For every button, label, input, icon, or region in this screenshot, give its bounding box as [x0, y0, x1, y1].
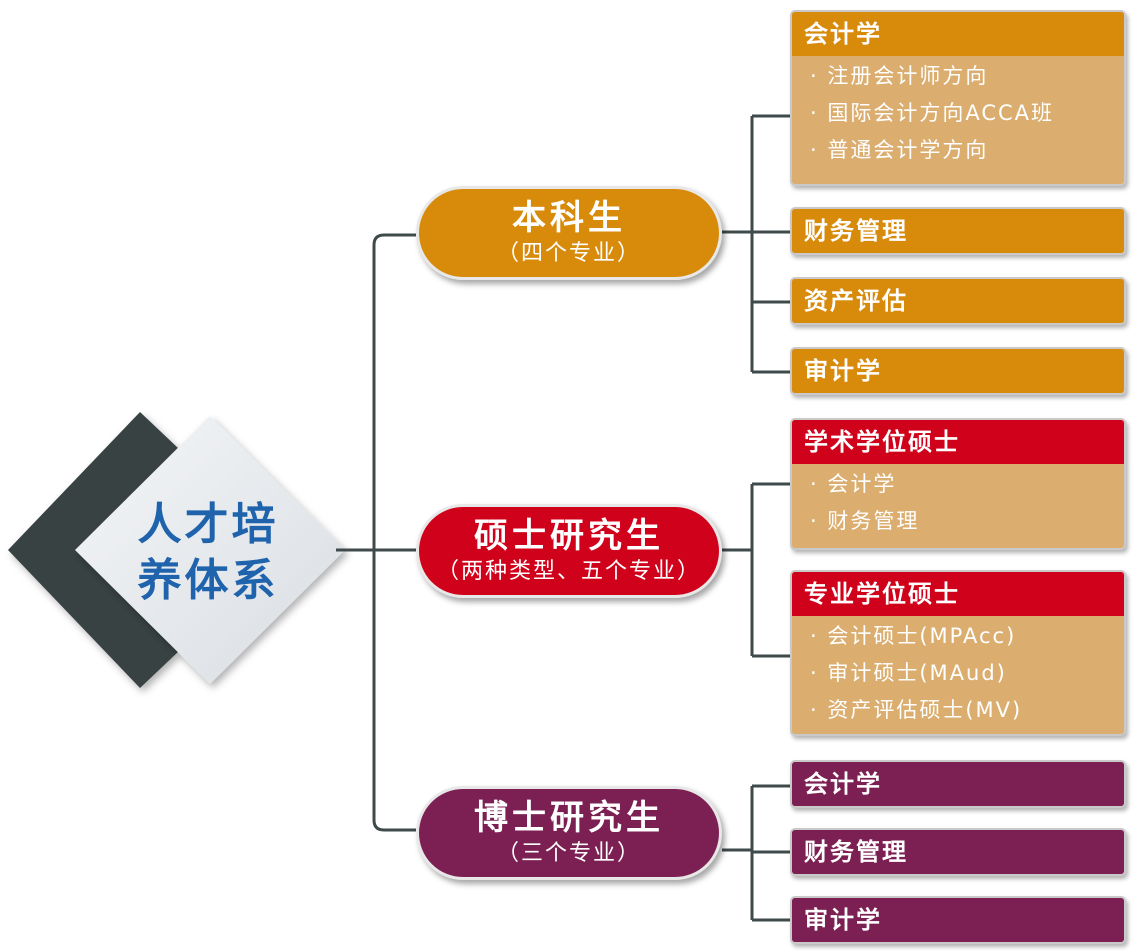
undergrad-major-finance: 财务管理	[790, 207, 1126, 255]
undergrad-major-accounting: 会计学 注册会计师方向 国际会计方向ACCA班 普通会计学方向	[790, 10, 1126, 186]
list-item: 审计硕士(MAud)	[810, 655, 1124, 692]
degree-type-name: 专业学位硕士	[792, 572, 1124, 616]
major-name: 资产评估	[792, 279, 1124, 323]
doctoral-major-audit: 审计学	[790, 896, 1126, 944]
doctoral-major-accounting: 会计学	[790, 760, 1126, 808]
doctoral-subtitle: （三个专业）	[496, 841, 641, 866]
root-diamond	[8, 412, 345, 688]
major-name: 财务管理	[792, 209, 1124, 253]
undergrad-title: 本科生	[512, 198, 626, 238]
doctoral-major-finance: 财务管理	[790, 828, 1126, 876]
undergrad-major-audit: 审计学	[790, 347, 1126, 395]
root-title: 人才培 养体系	[98, 488, 318, 618]
master-node: 硕士研究生 （两种类型、五个专业）	[416, 504, 722, 598]
degree-type-name: 学术学位硕士	[792, 420, 1124, 464]
undergrad-subtitle: （四个专业）	[496, 241, 641, 266]
list-item: 财务管理	[810, 503, 1124, 540]
doctoral-node: 博士研究生 （三个专业）	[416, 786, 722, 880]
root-title-line1: 人才培	[137, 499, 279, 550]
undergrad-node: 本科生 （四个专业）	[416, 186, 722, 280]
list-item: 国际会计方向ACCA班	[810, 95, 1124, 132]
master-professional: 专业学位硕士 会计硕士(MPAcc) 审计硕士(MAud) 资产评估硕士(MV)	[790, 570, 1126, 736]
major-name: 审计学	[792, 898, 1124, 942]
master-academic: 学术学位硕士 会计学 财务管理	[790, 418, 1126, 550]
undergrad-major-appraisal: 资产评估	[790, 277, 1126, 325]
master-title: 硕士研究生	[474, 516, 664, 556]
major-name: 审计学	[792, 349, 1124, 393]
root-title-line2: 养体系	[137, 555, 279, 606]
list-item: 资产评估硕士(MV)	[810, 692, 1124, 729]
doctoral-title: 博士研究生	[474, 798, 664, 838]
major-name: 财务管理	[792, 830, 1124, 874]
list-item: 注册会计师方向	[810, 58, 1124, 95]
list-item: 会计学	[810, 466, 1124, 503]
list-item: 普通会计学方向	[810, 132, 1124, 169]
master-subtitle: （两种类型、五个专业）	[436, 559, 701, 584]
major-name: 会计学	[792, 762, 1124, 806]
list-item: 会计硕士(MPAcc)	[810, 618, 1124, 655]
major-name: 会计学	[792, 12, 1124, 56]
